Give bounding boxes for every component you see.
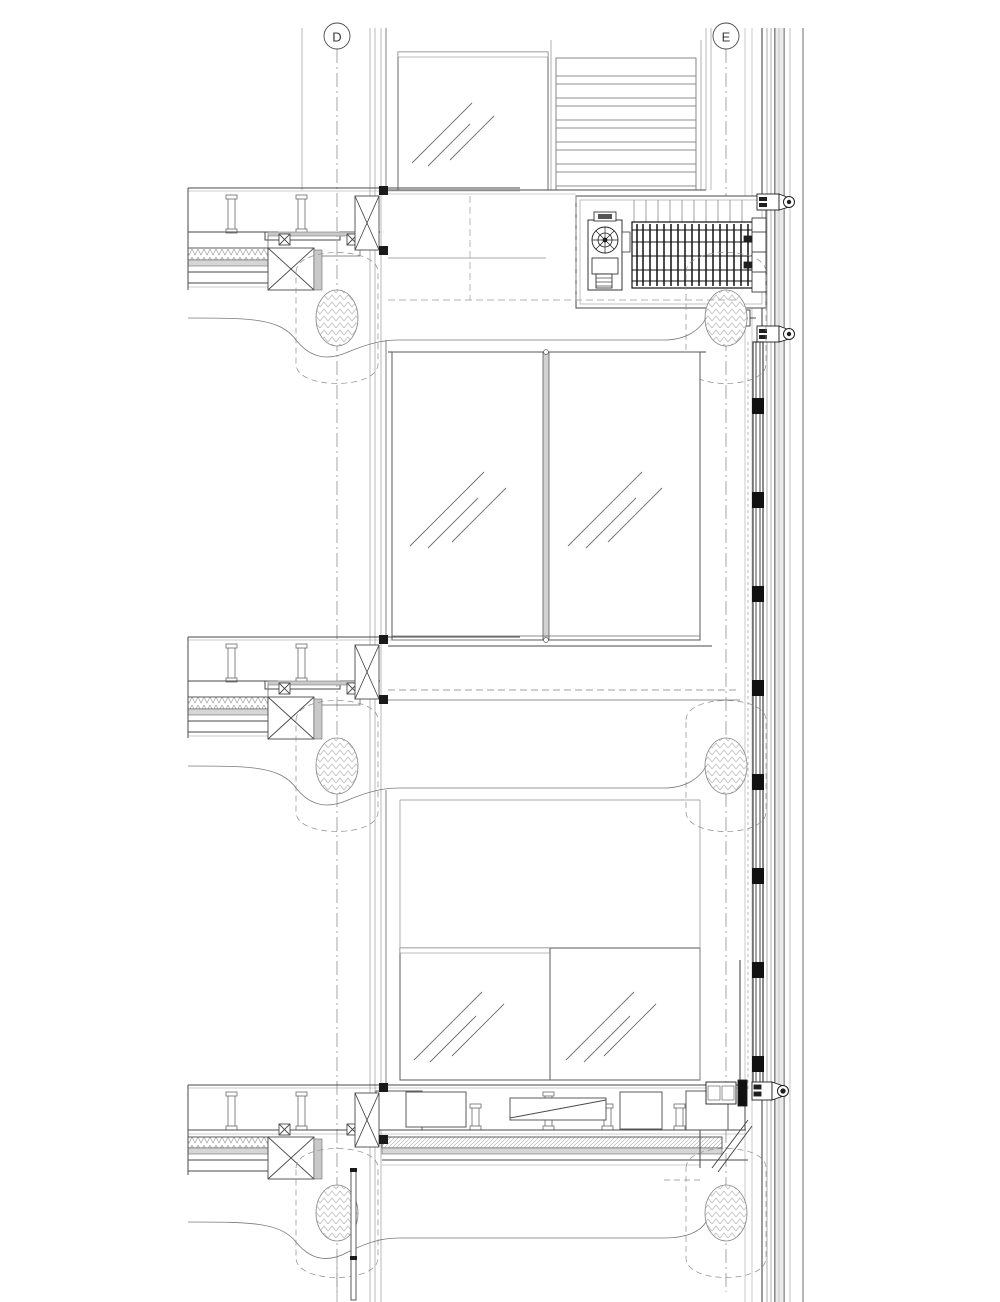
sill-bracket xyxy=(751,1081,789,1101)
blind-slat-pack xyxy=(631,221,757,289)
raised-floor-pedestals xyxy=(225,643,308,683)
glass-reflection-strokes xyxy=(567,471,663,549)
column-E-lower xyxy=(685,1148,767,1278)
grid-bubble-D[interactable]: D xyxy=(323,22,351,50)
glass-reflection-strokes xyxy=(409,471,507,549)
construction-dashed-lines xyxy=(388,196,740,691)
ceiling-soffit-curve-middle xyxy=(187,765,707,806)
ceiling-soffit-curve-upper xyxy=(187,317,707,358)
ceiling-soffit-curve-lower xyxy=(187,1221,707,1302)
facade-pivot-bracket-second xyxy=(756,325,795,343)
glass-panel-mid-left xyxy=(391,351,545,641)
center-vertical-mullion xyxy=(542,349,550,643)
steel-x-brace-sections xyxy=(267,644,380,740)
column-D-upper xyxy=(295,252,379,384)
glass-reflection-strokes xyxy=(413,991,505,1063)
column-D-middle xyxy=(295,700,379,832)
grid-bubble-E[interactable]: E xyxy=(712,22,740,50)
track-brackets xyxy=(752,398,764,1072)
glass-reflection-strokes xyxy=(565,991,657,1063)
facade-pivot-bracket-top xyxy=(756,193,795,211)
lower-floor-slab-assembly xyxy=(187,1079,789,1180)
blind-drive-motor xyxy=(587,211,631,291)
glass-panel-bottom-right xyxy=(549,947,701,1081)
steel-x-brace-sections xyxy=(267,195,380,291)
glass-panel-mid-right xyxy=(547,351,701,641)
middle-floor-slab-assembly xyxy=(187,635,520,740)
grid-bubble-E-label: E xyxy=(722,30,731,45)
glass-reflection-strokes xyxy=(411,102,495,167)
steel-x-brace-sections xyxy=(267,1092,380,1180)
top-louver-blades xyxy=(550,40,702,191)
lower-glazing-post xyxy=(350,1168,357,1301)
sill-frame-head xyxy=(705,1079,748,1107)
sloped-sill-flashing xyxy=(699,1100,753,1173)
grid-bubble-D-label: D xyxy=(332,30,341,45)
motorised-blind-assembly xyxy=(575,195,767,309)
blind-end-bracket xyxy=(743,217,767,293)
glass-panel-top xyxy=(397,51,549,191)
vertical-track-rail xyxy=(739,341,764,1091)
raised-floor-pedestals xyxy=(225,194,308,234)
upper-floor-slab-assembly xyxy=(187,186,706,353)
column-D-lower xyxy=(295,1148,379,1278)
column-E-middle xyxy=(685,700,767,832)
